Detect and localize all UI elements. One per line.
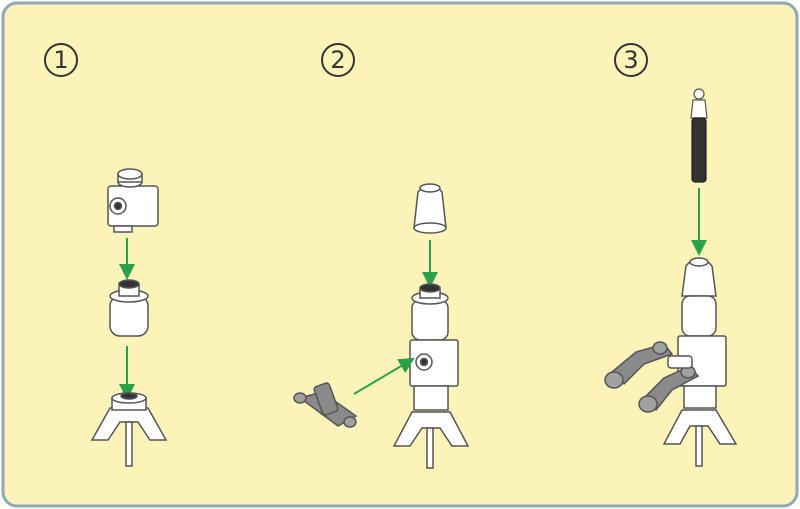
step-number-1: 1 xyxy=(44,43,78,77)
step-number-2: 2 xyxy=(321,43,355,77)
step3-antenna xyxy=(691,89,707,182)
step-number-3: 3 xyxy=(614,43,648,77)
step2-nose-cone xyxy=(414,184,446,233)
